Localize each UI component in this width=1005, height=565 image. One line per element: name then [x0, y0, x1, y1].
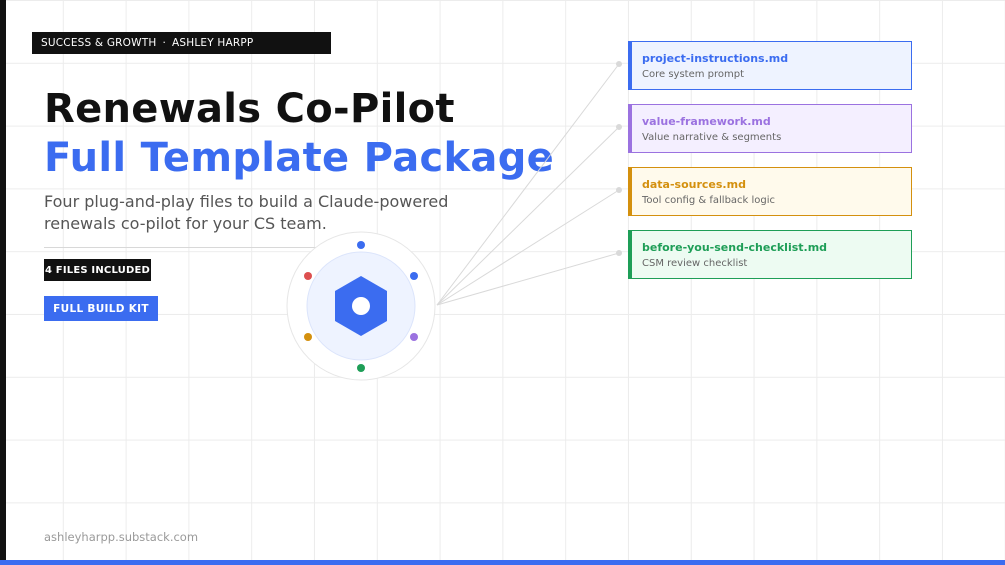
file-description: Tool config & fallback logic: [642, 195, 776, 206]
connector-line: [436, 63, 620, 306]
file-description: Value narrative & segments: [642, 132, 782, 143]
eyebrow-tag: SUCCESS & GROWTH · ASHLEY HARPP: [32, 32, 331, 54]
bottom-accent-bar: [0, 560, 1005, 565]
hexagon-center: [352, 297, 370, 315]
connector-endpoint: [616, 187, 622, 193]
file-card-project-instructions: project-instructions.md Core system prom…: [628, 41, 912, 90]
connector-line: [436, 252, 620, 306]
file-card-before-you-send-checklist: before-you-send-checklist.md CSM review …: [628, 230, 912, 279]
connector-endpoint: [616, 124, 622, 130]
hub-dot: [357, 241, 365, 249]
file-name: data-sources.md: [642, 178, 746, 191]
connector-endpoint: [616, 250, 622, 256]
eyebrow-category: SUCCESS & GROWTH: [41, 37, 157, 49]
build-kit-badge: FULL BUILD KIT: [44, 296, 158, 321]
file-description: Core system prompt: [642, 69, 745, 80]
eyebrow-author: ASHLEY HARPP: [171, 37, 254, 49]
files-included-badge: 4 FILES INCLUDED: [44, 259, 151, 281]
left-accent-bar: [0, 0, 6, 565]
hub-dots: [304, 241, 418, 372]
page-title: Renewals Co-Pilot: [44, 86, 455, 132]
eyebrow-separator: ·: [162, 37, 166, 49]
file-card-data-sources: data-sources.md Tool config & fallback l…: [628, 167, 912, 216]
file-name: value-framework.md: [642, 115, 771, 128]
divider: [44, 247, 344, 248]
hub-dot: [304, 333, 312, 341]
file-name: before-you-send-checklist.md: [642, 241, 828, 254]
file-description: CSM review checklist: [642, 258, 748, 269]
page-subtitle: Four plug-and-play files to build a Clau…: [44, 192, 449, 233]
file-name: project-instructions.md: [642, 52, 789, 65]
connector-lines: [436, 61, 622, 306]
connector-endpoint: [616, 61, 622, 67]
hub-outer-ring: [286, 231, 436, 381]
hub-dot: [410, 333, 418, 341]
hub-inner-circle: [306, 251, 416, 361]
page-title-accent: Full Template Package: [44, 135, 555, 181]
hub-dot: [304, 272, 312, 280]
hexagon-icon: [335, 276, 387, 336]
file-card-value-framework: value-framework.md Value narrative & seg…: [628, 104, 912, 153]
hub-dot: [357, 364, 365, 372]
hub-dot: [410, 272, 418, 280]
footer-url: ashleyharpp.substack.com: [44, 530, 199, 544]
